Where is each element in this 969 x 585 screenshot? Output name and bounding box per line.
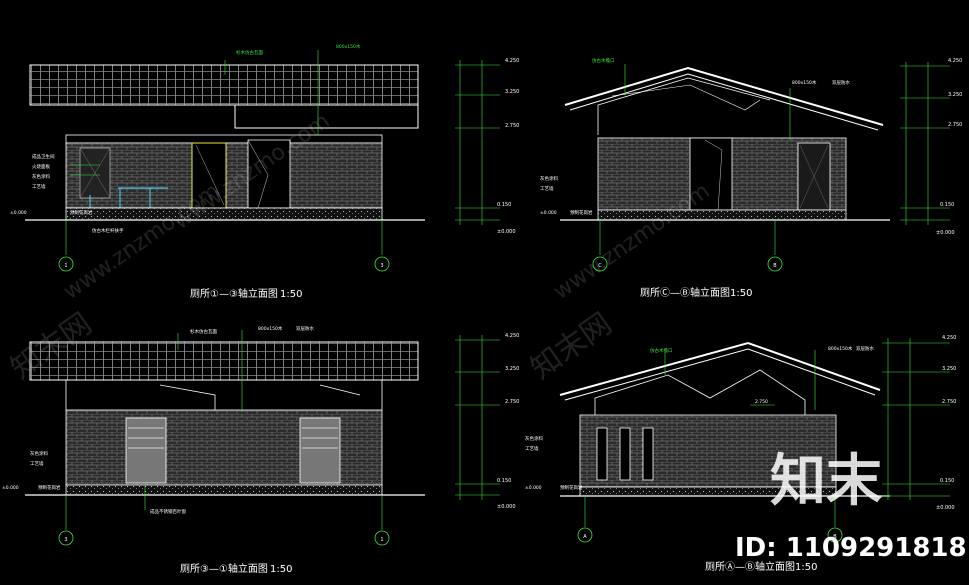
note: 仿古木檐口: [592, 57, 615, 64]
height-mark: 3.250: [505, 366, 519, 372]
wash-basin: [89, 187, 168, 215]
note: 预制花岗岩: [70, 209, 93, 216]
note: 预制花岗岩: [560, 484, 583, 491]
level-left: ±0.000: [10, 210, 27, 216]
axis-label: 1: [380, 537, 383, 543]
height-mark: 0.150: [940, 202, 954, 208]
axis-bubble: [827, 527, 843, 543]
height-mark: 2.750: [505, 399, 519, 405]
level-left: ±0.000: [540, 210, 557, 216]
note: 800x150木: [792, 79, 817, 86]
axis-bubble: [577, 527, 593, 543]
tile-roof: [29, 64, 419, 106]
slot-window: [642, 427, 654, 481]
axis-label: B: [833, 534, 837, 540]
caption-scale: 1:50: [795, 562, 817, 573]
height-mark: 0.150: [497, 478, 511, 484]
logo-text: 知末: [770, 449, 882, 514]
height-mark: 0.150: [940, 478, 954, 484]
note: 工艺墙: [30, 460, 44, 467]
axis-bubble: [374, 256, 390, 272]
louver-window: [125, 417, 167, 484]
caption-scale: 1:50: [730, 288, 752, 299]
tile-roof: [29, 341, 419, 381]
axis-bubble: [58, 530, 74, 546]
note: 预制花岗岩: [570, 209, 593, 216]
caption: 厕所Ⓒ—Ⓑ轴立面图: [640, 286, 730, 299]
height-mark: 4.250: [948, 58, 962, 64]
axis-bubble: [58, 256, 74, 272]
note: 灰色涂料: [30, 450, 48, 457]
slot-window: [619, 427, 631, 481]
axis-label: 3: [64, 537, 67, 543]
axis-label: 1: [64, 263, 67, 269]
note: 800x150木: [336, 43, 361, 50]
slot-window: [596, 427, 608, 481]
dimension-column: 4.250 3.250 2.750 0.150 ±0.000: [882, 335, 956, 511]
height-mark: ±0.000: [497, 504, 516, 510]
height-mark: ±0.000: [497, 229, 516, 235]
note: 火烧面板: [32, 163, 50, 170]
elevation-1: 1 3 杉木仿古瓦面 800x150木 成品卫生间 火烧面板 灰色涂料 工艺墙 …: [10, 43, 519, 300]
image-id: ID: 1109291818: [735, 533, 967, 563]
height-mark: 4.250: [505, 333, 519, 339]
axis-label: 3: [380, 263, 383, 269]
doorway: [689, 137, 733, 211]
note: 800x150木: [828, 345, 853, 352]
height-mark: 3.250: [942, 366, 956, 372]
note: 灰色涂料: [540, 175, 558, 182]
louver-window: [299, 417, 341, 484]
axis-bubble: [592, 256, 608, 272]
watermark-brand: 知末网: [525, 306, 619, 386]
elevation-4: A B 仿古木檐口 800x150木 双层防水 灰色涂料 工艺墙 ±0.000 …: [525, 335, 956, 573]
note: 工艺墙: [32, 183, 46, 190]
note: 2.750: [755, 399, 768, 405]
note: 800x150木: [258, 325, 283, 332]
height-mark: ±0.000: [936, 505, 955, 511]
brand-logo: 知末 ID: 1109291818: [735, 449, 967, 563]
note: 双层防水: [296, 325, 314, 332]
dimension-column: 4.250 3.250 2.750 0.150 ±0.000: [455, 333, 519, 510]
axis-bubble: [374, 530, 390, 546]
height-mark: 4.250: [505, 58, 519, 64]
height-mark: 3.250: [505, 89, 519, 95]
note: 预制花岗岩: [38, 484, 61, 491]
note: 杉木仿古瓦面: [190, 328, 217, 335]
caption: 厕所Ⓐ—Ⓑ轴立面图: [705, 560, 795, 573]
axis-label: B: [773, 263, 777, 269]
height-mark: ±0.000: [936, 230, 955, 236]
note: 仿古木檐口: [650, 347, 673, 354]
axis-bubble: [767, 256, 783, 272]
note: 双层防水: [832, 79, 850, 86]
dimension-column: 4.250 3.250 2.750 0.150 ±0.000: [455, 58, 519, 235]
level-left: ±0.000: [525, 485, 542, 491]
note: 灰色涂料: [32, 173, 50, 180]
height-mark: 2.750: [505, 123, 519, 129]
note: 成品不锈钢百叶窗: [150, 508, 186, 515]
note: 仿古木栏杆扶手: [92, 227, 124, 234]
height-mark: 2.750: [942, 399, 956, 405]
level-left: ±0.000: [2, 485, 19, 491]
height-mark: 3.250: [948, 92, 962, 98]
caption-scale: 1:50: [270, 564, 292, 575]
caption: 厕所③—①轴立面图: [180, 562, 268, 575]
note: 双层防水: [856, 345, 874, 352]
dimension-column: 4.250 3.250 2.750 0.150 ±0.000: [900, 58, 962, 236]
note: 工艺墙: [525, 445, 539, 452]
height-mark: 0.150: [497, 202, 511, 208]
caption-scale: 1:50: [280, 289, 302, 300]
note: 成品卫生间: [32, 153, 55, 160]
height-mark: 2.750: [948, 122, 962, 128]
caption: 厕所①—③轴立面图: [190, 287, 278, 300]
axis-label: C: [598, 263, 602, 269]
elevation-2: C B 仿古木檐口 800x150木 双层防水 灰色涂料 工艺墙 ±0.000 …: [540, 57, 962, 299]
height-mark: 4.250: [942, 335, 956, 341]
elevation-3: 3 1 杉木仿古瓦面 800x150木 双层防水 灰色涂料 工艺墙 ±0.000…: [2, 325, 519, 575]
axis-label: A: [583, 534, 587, 540]
note: 工艺墙: [540, 185, 554, 192]
note: 灰色涂料: [525, 435, 543, 442]
note: 杉木仿古瓦面: [236, 49, 263, 56]
